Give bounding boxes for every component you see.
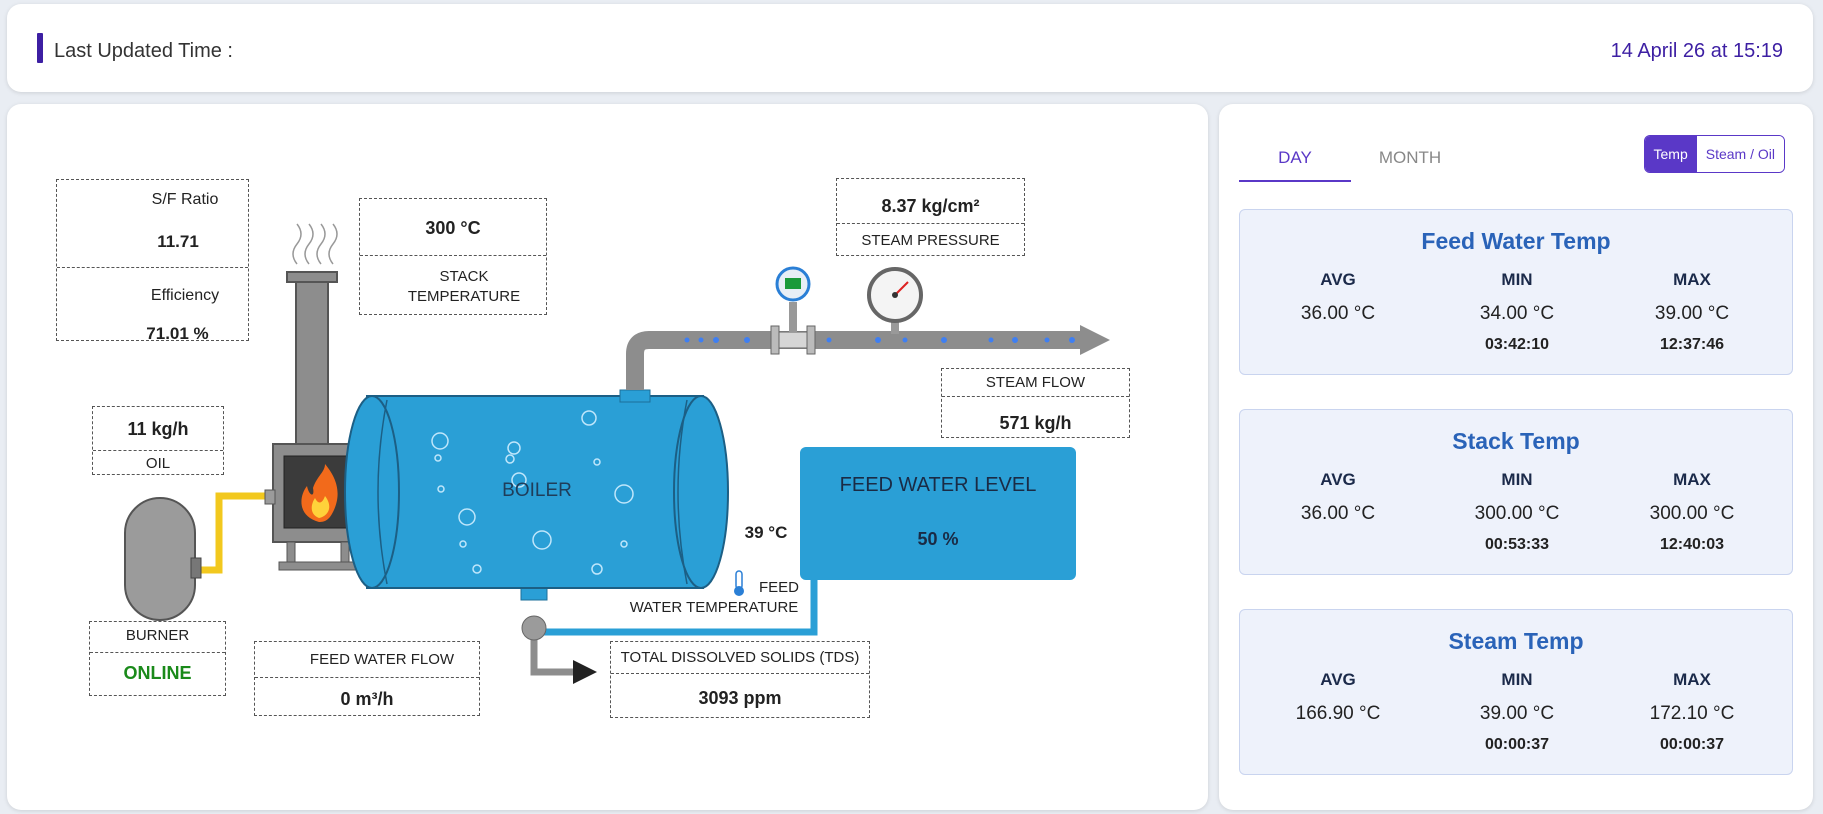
stack-temperature-value: 300 °C [425, 218, 481, 238]
min-time: 00:00:37 [1484, 736, 1550, 753]
avg-header: AVG [1320, 470, 1356, 489]
avg-value: 36.00 °C [1300, 503, 1376, 524]
oil-flow-value: 11 kg/h [127, 419, 189, 439]
metric-toggle: Temp Steam / Oil [1643, 135, 1785, 173]
drain-valve-icon [521, 615, 547, 641]
steam-pipe [626, 331, 1080, 390]
last-updated-value: 14 April 26 at 15:19 [1610, 40, 1783, 62]
drain-arrow-icon [573, 660, 597, 684]
efficiency-label: Efficiency [150, 287, 220, 304]
stats-panel: DAY MONTH Temp Steam / Oil Feed Water Te… [1219, 104, 1813, 810]
steam-flow-dots [684, 337, 1075, 343]
efficiency-value: 71.01 % [146, 324, 209, 343]
min-time: 03:42:10 [1484, 336, 1550, 353]
oil-label: OIL [145, 455, 171, 472]
avg-value: 166.90 °C [1295, 703, 1381, 724]
header-accent-bar [37, 33, 43, 63]
max-value: 172.10 °C [1649, 703, 1735, 724]
burner-tank-icon [124, 497, 196, 621]
min-header: MIN [1501, 470, 1533, 489]
max-time: 12:40:03 [1659, 536, 1725, 553]
burner-status: ONLINE [123, 663, 192, 683]
last-updated-label: Last Updated Time : [54, 40, 233, 62]
steam-flow-label: STEAM FLOW [985, 374, 1086, 391]
sf-efficiency-box [56, 179, 249, 341]
tab-active-indicator [1239, 180, 1351, 182]
min-value: 39.00 °C [1479, 703, 1555, 724]
header-bar: Last Updated Time : 14 April 26 at 15:19 [7, 4, 1813, 92]
tab-day[interactable]: DAY [1278, 148, 1312, 167]
stat-card-title: Feed Water Temp [1421, 228, 1611, 254]
max-header: MAX [1673, 470, 1711, 489]
tab-month[interactable]: MONTH [1378, 148, 1442, 167]
steam-flow-value: 571 kg/h [999, 413, 1072, 433]
max-time: 00:00:37 [1659, 736, 1725, 753]
min-value: 300.00 °C [1474, 503, 1560, 524]
min-value: 34.00 °C [1479, 303, 1555, 324]
avg-header: AVG [1320, 270, 1356, 289]
max-value: 39.00 °C [1654, 303, 1730, 324]
drain-pipe [530, 638, 573, 676]
min-header: MIN [1501, 270, 1533, 289]
sf-ratio-label: S/F Ratio [151, 191, 219, 208]
feed-water-temp-value: 39 °C [744, 523, 788, 542]
feed-water-level-value: 50 % [917, 529, 959, 549]
stack-temperature-label: STACK [439, 268, 489, 285]
steam-pressure-label: STEAM PRESSURE [861, 232, 1000, 249]
bubbles-icon [431, 410, 634, 575]
max-time: 12:37:46 [1659, 336, 1725, 353]
flow-meter-icon [778, 331, 808, 349]
steam-pressure-box [836, 178, 1025, 256]
fuel-line [194, 492, 267, 574]
smoke-icon [292, 223, 338, 265]
stat-card-title: Stack Temp [1452, 428, 1580, 454]
feed-water-level-label: FEED WATER LEVEL [839, 474, 1037, 496]
oil-flow-box [92, 406, 224, 475]
tds-value: 3093 ppm [698, 688, 782, 708]
thermometer-icon [734, 570, 744, 596]
avg-value: 36.00 °C [1300, 303, 1376, 324]
burner-status-box [89, 621, 226, 696]
max-header: MAX [1673, 670, 1711, 689]
feed-water-flow-box [254, 641, 480, 716]
feed-water-temp-label: WATER TEMPERATURE [629, 599, 799, 616]
stack-temperature-label: TEMPERATURE [407, 288, 521, 305]
steam-flow-box [941, 368, 1130, 438]
period-tabs: DAY MONTH [1239, 134, 1799, 186]
sf-ratio-value: 11.71 [157, 232, 199, 251]
toggle-steam-oil-button[interactable]: Steam / Oil [1696, 136, 1784, 172]
max-header: MAX [1673, 270, 1711, 289]
toggle-temp-button[interactable]: Temp [1644, 136, 1697, 172]
min-header: MIN [1501, 670, 1533, 689]
feed-water-flow-value: 0 m³/h [340, 689, 394, 709]
boiler-label: BOILER [502, 480, 572, 501]
steam-arrow-icon [1080, 325, 1110, 355]
max-value: 300.00 °C [1649, 503, 1735, 524]
feed-water-tank [800, 447, 1076, 580]
chimney-icon [295, 279, 329, 459]
avg-header: AVG [1320, 670, 1356, 689]
burner-label: BURNER [125, 627, 190, 644]
min-time: 00:53:33 [1484, 536, 1550, 553]
tds-label: TOTAL DISSOLVED SOLIDS (TDS) [620, 649, 860, 666]
feed-water-temp-label: FEED [758, 579, 799, 596]
stack-temperature-box [359, 198, 547, 315]
feed-water-flow-label: FEED WATER FLOW [309, 651, 455, 668]
stat-card-title: Steam Temp [1448, 628, 1584, 654]
boiler-diagram-panel: % S/F Ratio 11.71 Efficiency 71.01 % [7, 104, 1208, 810]
steam-pressure-value: 8.37 kg/cm² [881, 196, 980, 216]
boiler-drum-icon [366, 395, 704, 589]
tds-box [610, 641, 870, 718]
